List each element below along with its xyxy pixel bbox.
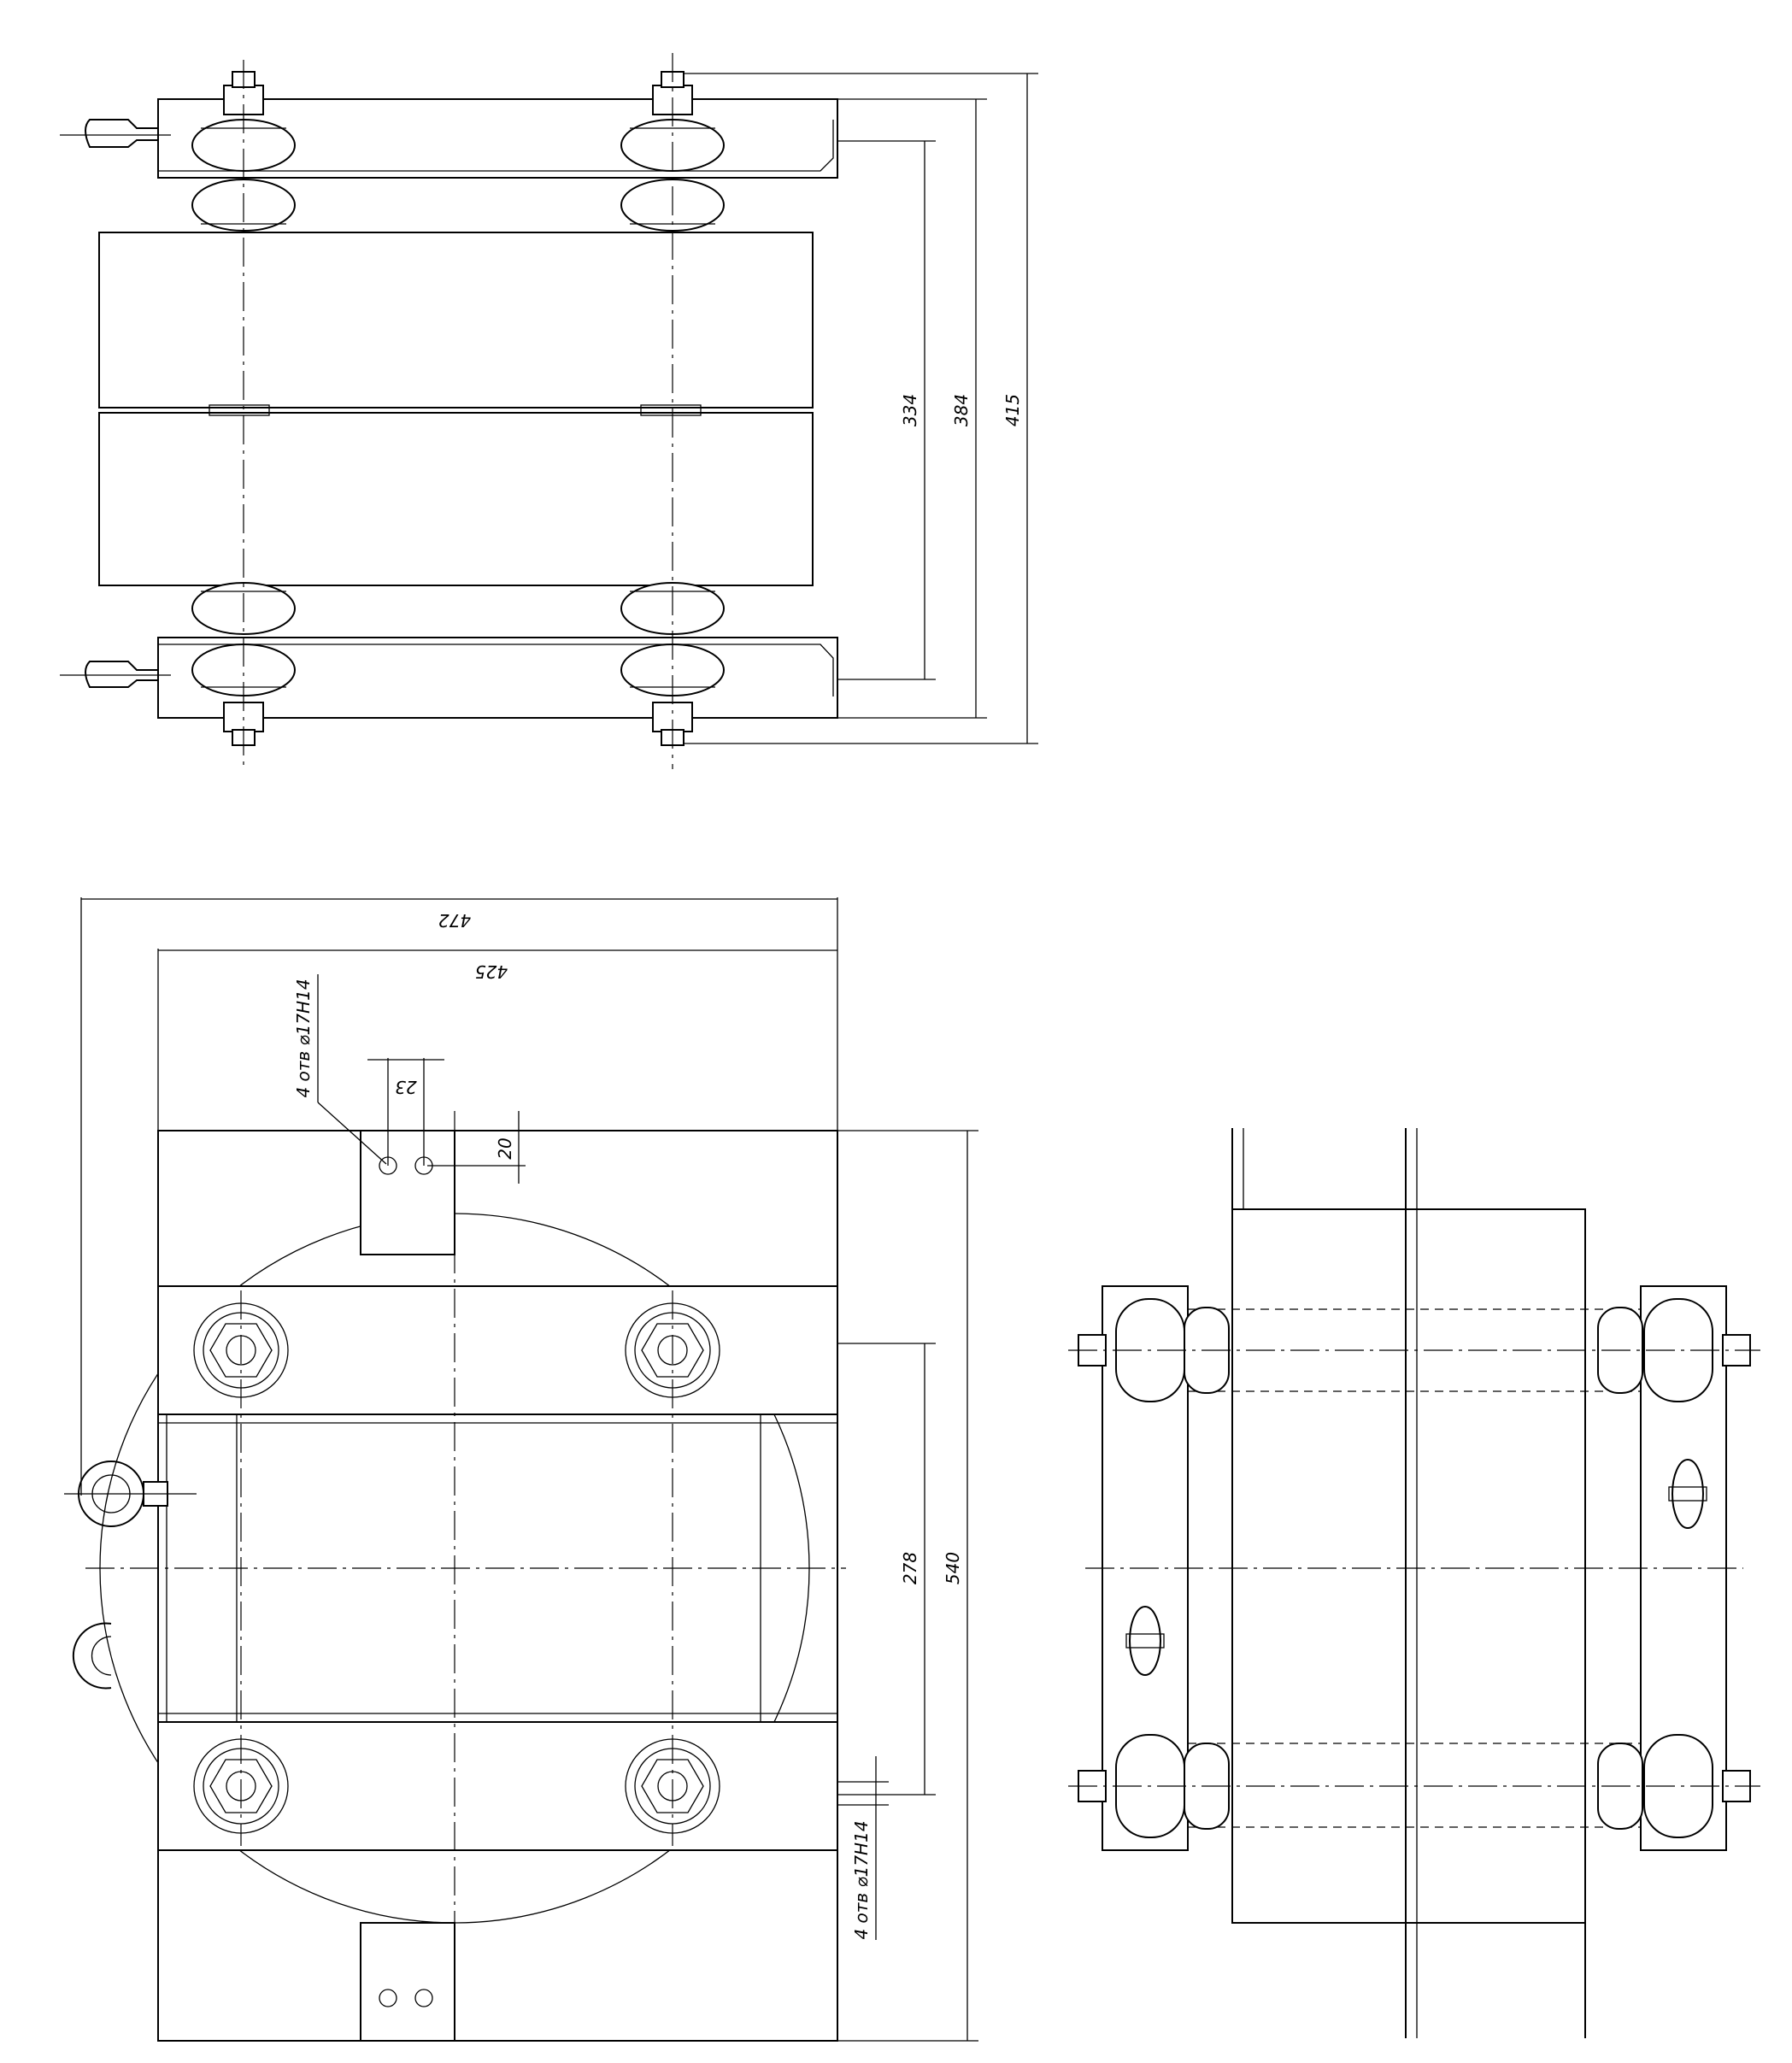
dim-278-label: 278 [900, 1552, 920, 1584]
side-insulators-right [1597, 1298, 1713, 1838]
dim-384: 384 [837, 98, 987, 719]
dim-278: 278 [837, 1343, 936, 1796]
top-bracket [157, 98, 838, 179]
note-holes-top: 4 отв ⌀17Н14 [293, 974, 387, 1165]
dim-540-label: 540 [943, 1552, 963, 1584]
eye-bolt-bottom [60, 661, 171, 688]
dim-472: 472 [80, 897, 838, 1496]
lifting-eye-lower [72, 1622, 112, 1690]
side-eye-left [1125, 1606, 1165, 1676]
dim-23: 23 [367, 1058, 444, 1166]
clamp-plate-upper [157, 1285, 838, 1415]
side-view [1068, 1128, 1760, 2038]
bottom-bracket [157, 637, 838, 719]
dim-20-label: 20 [495, 1137, 515, 1159]
dim-384-label: 384 [951, 394, 972, 426]
core-block-upper [98, 232, 814, 408]
lifting-eye-upper [64, 1461, 197, 1527]
dim-415: 415 [684, 73, 1038, 744]
mounting-tab-top [360, 1130, 455, 1255]
front-view: 472 425 23 20 4 отв ⌀17Н14 [64, 897, 978, 2042]
top-view: 334 384 415 [60, 53, 1038, 769]
dim-334: 334 [837, 140, 936, 680]
dim-425: 425 [157, 949, 837, 1131]
clamp-plate-lower [157, 1721, 838, 1851]
dim-472-label: 472 [438, 910, 471, 931]
dim-23-label: 23 [395, 1077, 416, 1097]
note-holes-bottom-label: 4 отв ⌀17Н14 [851, 1820, 872, 1939]
frame-outline [157, 1130, 838, 2042]
dim-20: 20 [427, 1111, 526, 1184]
dim-415-label: 415 [1002, 394, 1023, 426]
mounting-tab-bottom [360, 1922, 455, 2042]
note-holes-top-label: 4 отв ⌀17Н14 [293, 979, 314, 1097]
eye-bolt-top [60, 119, 171, 148]
dim-540: 540 [455, 1130, 978, 2042]
dim-425-label: 425 [475, 961, 508, 982]
side-eye-right [1668, 1459, 1707, 1529]
note-holes-bottom: 4 отв ⌀17Н14 [837, 1756, 889, 1940]
dim-334-label: 334 [900, 394, 920, 426]
core-block-lower [98, 412, 814, 586]
